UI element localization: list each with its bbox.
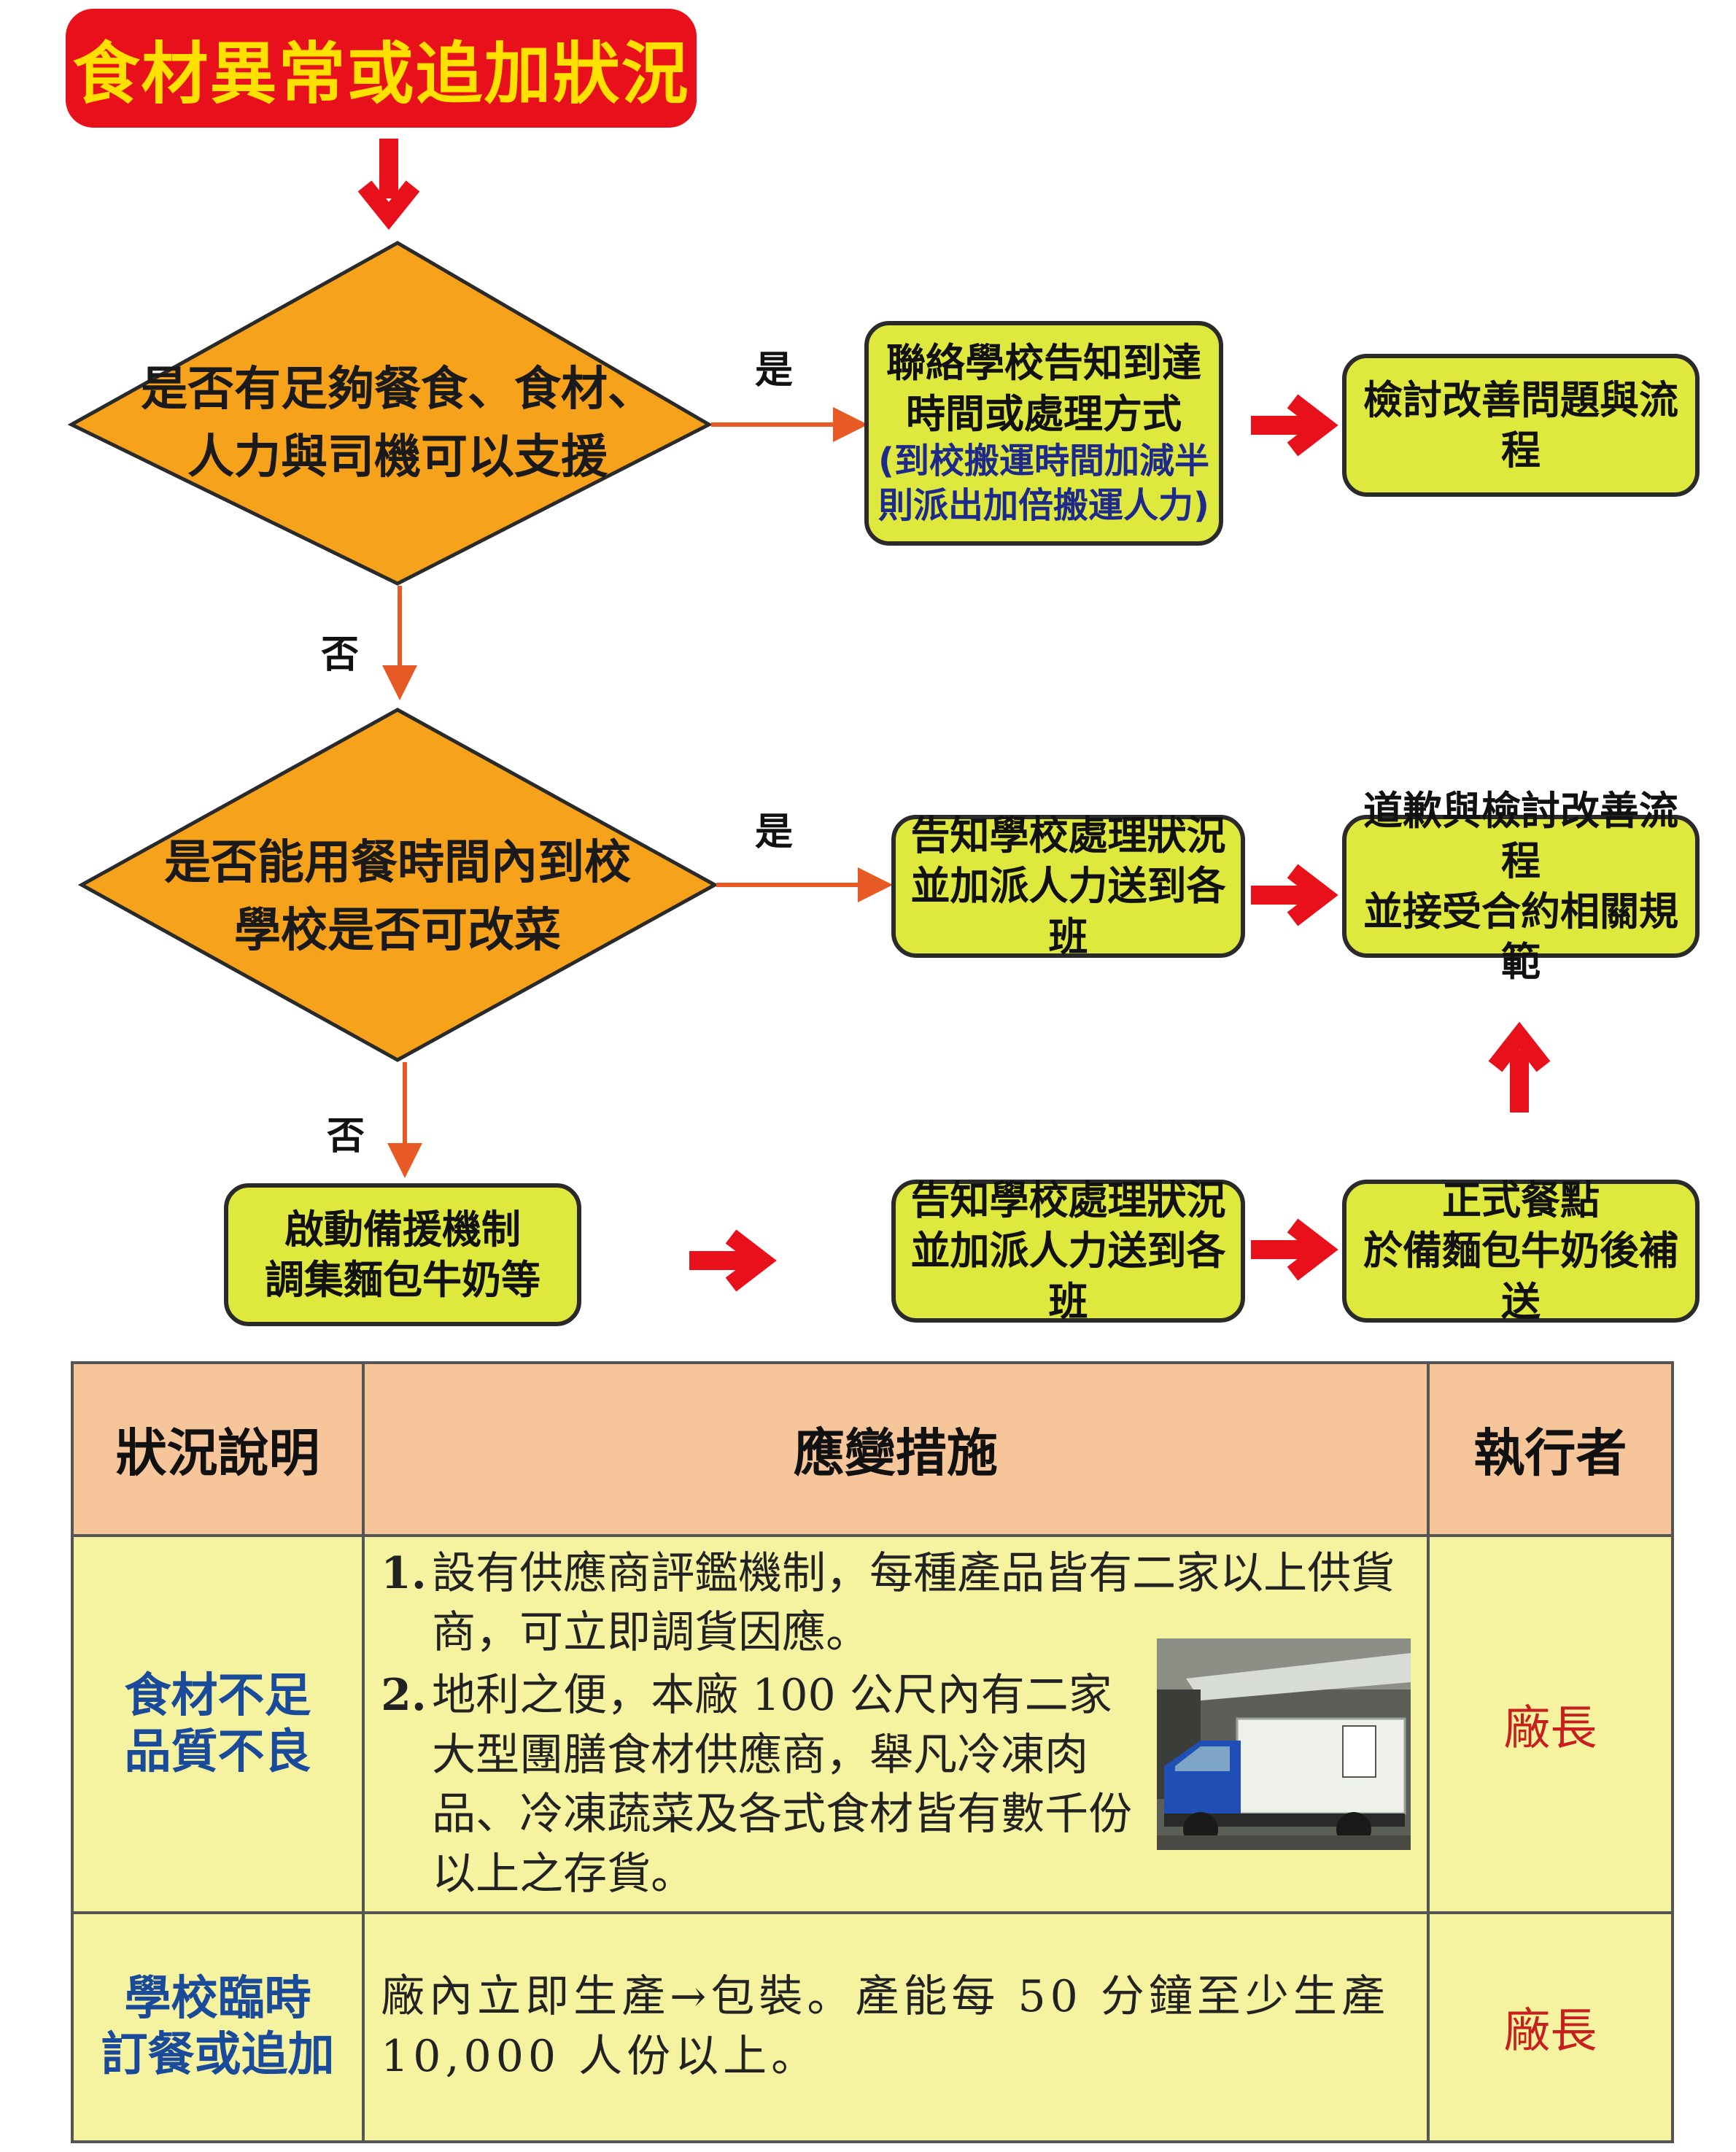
- decision-1-line2: 人力與司機可以支援: [187, 430, 608, 484]
- title-down-arrow: [357, 139, 420, 231]
- box-apology-review: 道歉與檢討改善流程 並接受合約相關規範: [1342, 788, 1700, 985]
- situation-line2: 訂餐或追加: [101, 2027, 335, 2082]
- decision-2-line2: 學校是否可改菜: [234, 903, 561, 958]
- box-notify2-line1: 告知學校處理狀況: [910, 1177, 1226, 1224]
- situation-cell: 食材不足 品質不良: [70, 1534, 365, 1914]
- delivery-truck-image: [1156, 1638, 1411, 1850]
- measure-item-2-wrap: 2. 地利之便，本廠 100 公尺內有二家大型團膳食材供應商，舉凡冷凍肉品、冷凍…: [381, 1638, 1411, 1904]
- measure-2-text: 地利之便，本廠 100 公尺內有二家大型團膳食材供應商，舉凡冷凍肉品、冷凍蔬菜及…: [432, 1669, 1133, 1900]
- response-table-grid: 狀況說明 應變措施 執行者 食材不足 品質不良 1. 設有供應商評鑑機制，每種產…: [70, 1361, 1675, 2143]
- box-notify2-line2: 並加派人力送到各班: [910, 1228, 1226, 1325]
- box-notify-school-1: 告知學校處理狀況 並加派人力送到各班: [891, 813, 1245, 960]
- situation-line1: 食材不足: [124, 1668, 311, 1723]
- flowchart-canvas: [67, 139, 1551, 1292]
- arrow-contact-to-review: [1251, 394, 1338, 457]
- box-contact-school: 聯絡學校告知到達 時間或處理方式 (到校搬運時間加減半 則派出加倍搬運人力): [864, 321, 1223, 546]
- measure-2-number: 2.: [381, 1669, 427, 1721]
- box-backup-line2: 調集麵包牛奶等: [265, 1257, 540, 1303]
- measure-item-1: 1. 設有供應商評鑑機制，每種產品皆有二家以上供貨商，可立即調貨因應。: [381, 1544, 1411, 1663]
- header-situation: 狀況說明: [70, 1361, 365, 1537]
- executor-cell: 廠長: [1426, 1534, 1675, 1914]
- box-notify-school-2: 告知學校處理狀況 並加派人力送到各班: [891, 1177, 1245, 1325]
- box-contact-line1: 聯絡學校告知到達: [886, 340, 1201, 387]
- measure-1-text: 設有供應商評鑑機制，每種產品皆有二家以上供貨商，可立即調貨因應。: [432, 1547, 1395, 1659]
- yes-label-2: 是: [755, 810, 794, 854]
- situation-line2: 品質不良: [124, 1724, 311, 1779]
- table-row: 學校臨時 訂餐或追加 廠內立即生產→包裝。產能每 50 分鐘至少生產 10,00…: [70, 1911, 1675, 2143]
- box-apology-line2: 並接受合約相關規範: [1363, 889, 1678, 986]
- measure-1-number: 1.: [381, 1547, 427, 1599]
- measure-item-2: 2. 地利之便，本廠 100 公尺內有二家大型團膳食材供應商，舉凡冷凍肉品、冷凍…: [381, 1666, 1136, 1904]
- decision-1-line1: 是否有足夠餐食、食材、: [141, 363, 654, 417]
- diagram-title: 食材異常或追加狀況: [66, 9, 697, 128]
- measures-cell: 廠內立即生產→包裝。產能每 50 分鐘至少生產 10,000 人份以上。: [362, 1911, 1430, 2143]
- yes-label-1: 是: [755, 349, 794, 392]
- box-contact-sub2: 則派出加倍搬運人力): [878, 485, 1209, 527]
- box-backup-mechanism: 啟動備援機制 調集麵包牛奶等: [224, 1183, 581, 1326]
- box-notify1-line2: 並加派人力送到各班: [910, 863, 1226, 960]
- decision-diamond-1: [67, 241, 713, 586]
- box-formal-line1: 正式餐點: [1442, 1177, 1600, 1224]
- box-backup-line1: 啟動備援機制: [284, 1206, 521, 1253]
- arrow-notify2-to-formal: [1251, 1218, 1338, 1281]
- measure-text: 廠內立即生產→包裝。產能每 50 分鐘至少生產 10,000 人份以上。: [381, 1971, 1390, 2082]
- table-header-row: 狀況說明 應變措施 執行者: [70, 1361, 1675, 1537]
- box-review-line1: 檢討改善問題與流程: [1363, 376, 1678, 473]
- measures-cell: 1. 設有供應商評鑑機制，每種產品皆有二家以上供貨商，可立即調貨因應。 2. 地…: [362, 1534, 1430, 1914]
- decision-2-text: 是否能用餐時間內到校 學校是否可改菜: [109, 829, 686, 965]
- box-contact-line2: 時間或處理方式: [906, 390, 1182, 437]
- box-notify1-line1: 告知學校處理狀況: [910, 813, 1226, 859]
- box-formal-line2: 於備麵包牛奶後補送: [1363, 1228, 1678, 1325]
- header-executor: 執行者: [1426, 1361, 1675, 1537]
- decision-1-text: 是否有足夠餐食、食材、 人力與司機可以支援: [109, 356, 686, 492]
- response-table: 狀況說明 應變措施 執行者 食材不足 品質不良 1. 設有供應商評鑑機制，每種產…: [70, 1361, 1675, 2143]
- table-row: 食材不足 品質不良 1. 設有供應商評鑑機制，每種產品皆有二家以上供貨商，可立即…: [70, 1534, 1675, 1914]
- box-contact-sub1: (到校搬運時間加減半: [878, 440, 1209, 481]
- box-review-process: 檢討改善問題與流程: [1342, 354, 1700, 497]
- delivery-truck-photo: [1156, 1638, 1411, 1850]
- decision-diamond-2: [77, 708, 719, 1062]
- situation-cell: 學校臨時 訂餐或追加: [70, 1911, 365, 2143]
- box-formal-meal: 正式餐點 於備麵包牛奶後補送: [1342, 1177, 1700, 1325]
- arrow-notify1-to-apology: [1251, 864, 1338, 926]
- no-label-2: 否: [327, 1115, 365, 1158]
- situation-line1: 學校臨時: [124, 1971, 311, 2027]
- box-apology-line1: 道歉與檢討改善流程: [1363, 787, 1678, 884]
- arrow-backup-to-notify2: [689, 1229, 777, 1292]
- executor-cell: 廠長: [1426, 1911, 1675, 2143]
- arrow-formal-up-to-apology: [1488, 1021, 1551, 1112]
- decision-2-line1: 是否能用餐時間內到校: [164, 836, 631, 890]
- no-label-1: 否: [321, 633, 360, 677]
- header-measures: 應變措施: [362, 1361, 1430, 1537]
